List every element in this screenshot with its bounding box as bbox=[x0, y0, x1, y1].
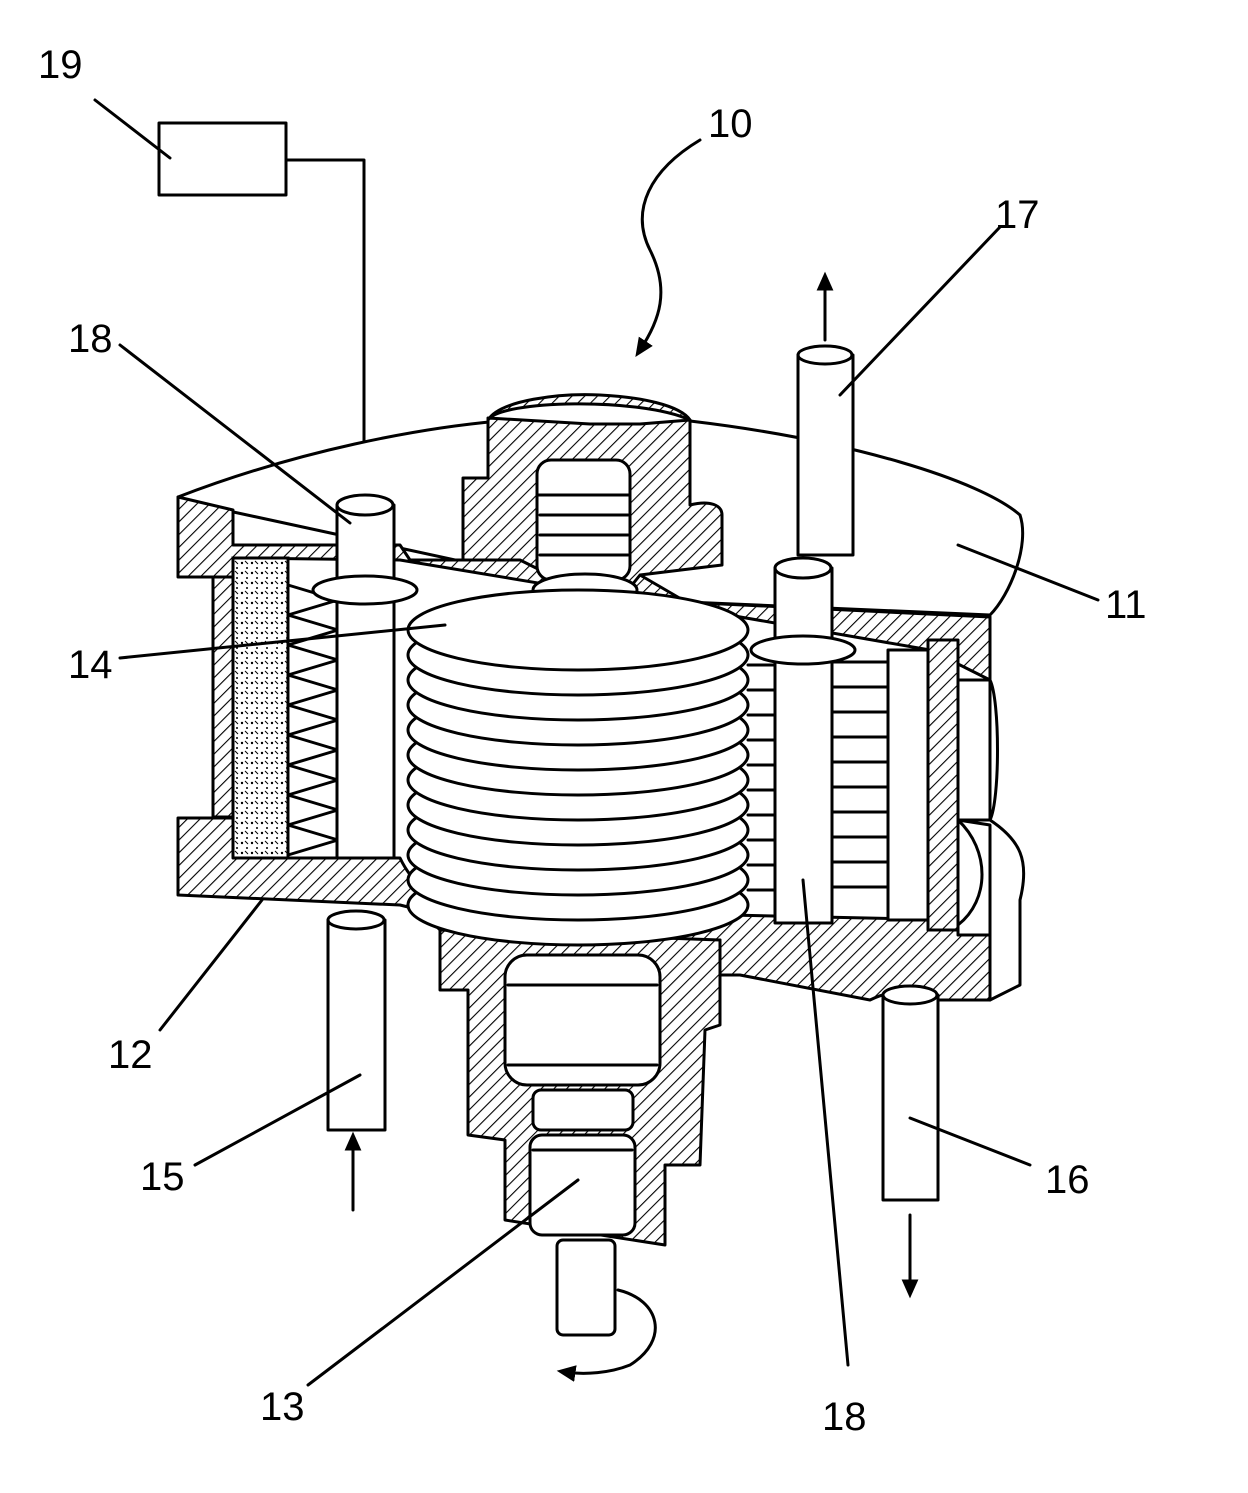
leader-18-right bbox=[801, 878, 850, 1367]
assembly-pointer bbox=[635, 138, 702, 357]
leader-12 bbox=[158, 898, 264, 1032]
drive-coupling bbox=[528, 1133, 637, 1237]
drain-pipe-end bbox=[881, 984, 939, 1006]
leader-15 bbox=[193, 1073, 362, 1167]
inlet-pipe-end bbox=[326, 909, 386, 931]
right-rod bbox=[773, 566, 834, 925]
rotor-disc-top bbox=[406, 588, 750, 672]
leader-17 bbox=[838, 225, 1002, 397]
housing-right-inner-wall bbox=[956, 678, 992, 822]
upper-bearing bbox=[535, 458, 632, 582]
leader-16 bbox=[908, 1116, 1032, 1167]
leader-18-left bbox=[118, 343, 352, 525]
lower-bearing bbox=[503, 953, 662, 1087]
lower-bearing-neck bbox=[531, 1088, 635, 1132]
housing-right-flange bbox=[956, 818, 992, 937]
outlet-pipe-top bbox=[796, 353, 855, 557]
hub-top-cap-face bbox=[486, 402, 692, 426]
filter-lining-left bbox=[231, 556, 290, 860]
right-rod-top bbox=[773, 556, 833, 580]
label-14: 14 bbox=[68, 643, 113, 687]
rotation-arrow bbox=[556, 1288, 657, 1382]
drive-shaft bbox=[555, 1238, 617, 1337]
controller-wire bbox=[284, 158, 366, 500]
label-18-right: 18 bbox=[822, 1395, 867, 1439]
label-10: 10 bbox=[708, 102, 753, 146]
outlet-pipe-top-end bbox=[796, 344, 854, 366]
label-11: 11 bbox=[1105, 583, 1147, 627]
leader-13 bbox=[306, 1178, 580, 1387]
label-12: 12 bbox=[108, 1033, 153, 1077]
label-13: 13 bbox=[260, 1385, 305, 1429]
left-rod-top bbox=[335, 493, 395, 517]
housing-right-wall bbox=[988, 615, 1026, 1002]
left-fin-coil bbox=[286, 583, 340, 857]
controller-box bbox=[157, 121, 288, 197]
left-rod bbox=[335, 503, 396, 872]
label-15: 15 bbox=[140, 1155, 185, 1199]
drain-pipe bbox=[881, 993, 940, 1202]
housing-right-wall-section bbox=[926, 638, 960, 932]
label-17: 17 bbox=[995, 193, 1040, 237]
inlet-pipe bbox=[326, 918, 387, 1132]
right-rod-collar bbox=[749, 634, 857, 666]
leader-14 bbox=[118, 623, 447, 660]
label-18-left: 18 bbox=[68, 317, 113, 361]
left-rod-collar bbox=[311, 574, 419, 606]
label-19: 19 bbox=[38, 43, 83, 87]
leader-19 bbox=[93, 98, 172, 160]
right-inner-tube bbox=[886, 648, 930, 922]
label-16: 16 bbox=[1045, 1158, 1090, 1202]
leader-11 bbox=[956, 543, 1100, 602]
disc-stack bbox=[406, 588, 750, 947]
